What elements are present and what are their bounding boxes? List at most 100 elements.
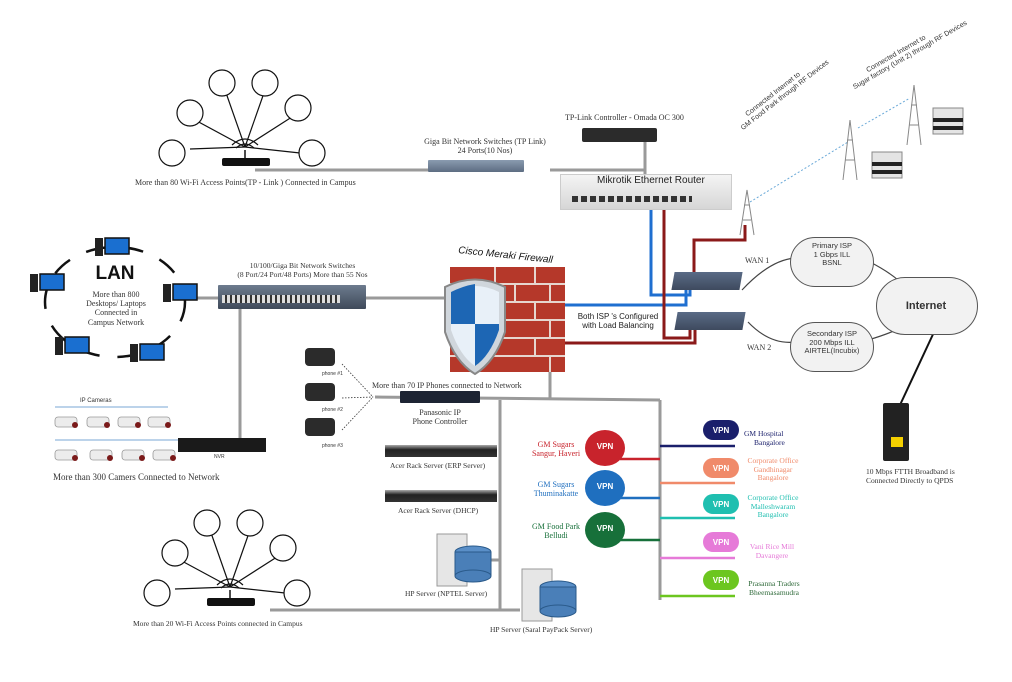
lan-line3: Connected in	[94, 308, 138, 318]
vpn-left-1-line1: GM Sugars	[537, 480, 575, 489]
vpn-site-prasanna-traders: Prasanna Traders Bheemasamudra	[740, 579, 808, 597]
ip-phone-icon	[305, 418, 335, 436]
vpn-cloud-gm-hospital: VPN	[703, 420, 739, 440]
ip-camera-group	[54, 406, 178, 461]
vpn-right-1-line3: Bangalore	[757, 473, 789, 483]
vpn-icon: VPN	[596, 524, 614, 533]
wifi-router-icon	[207, 598, 255, 606]
internet-cloud	[876, 277, 978, 335]
switch-ports	[222, 295, 340, 303]
lan-title: LAN	[95, 263, 135, 284]
vpn-right-1-line1: Corporate Office	[747, 456, 799, 465]
tp-link-switch	[428, 160, 524, 172]
ip-phones-caption: More than 70 IP Phones connected to Netw…	[372, 381, 522, 390]
firewall-icon	[444, 267, 565, 376]
rf-tower-icon	[739, 189, 755, 236]
vpn-right-4-line1: Prasanna Traders	[748, 579, 800, 588]
camera-icon	[152, 449, 176, 461]
rf-tower-icon	[842, 119, 858, 181]
secondary-isp-link	[555, 205, 747, 345]
vpn-cloud-gandhinagar: VPN	[703, 458, 739, 478]
building-icon	[932, 107, 964, 135]
camera-icon	[86, 416, 110, 428]
wifi-ap-top-cluster	[158, 69, 326, 167]
ip-phone-icon	[305, 383, 335, 401]
vpn-left-2-line2: Belludi	[544, 531, 568, 541]
ftth-line2: Connected Directly to QPDS	[866, 475, 954, 485]
vpn-site-gm-sugars-thuminakatte: GM Sugars Thuminakatte	[520, 480, 592, 498]
core-network-switch	[218, 285, 366, 309]
vpn-badge-thuminakatte: VPN	[585, 470, 625, 506]
lan-cluster	[30, 237, 198, 362]
vpn-site-gm-sugars-sangur: GM Sugars Sangur, Haveri	[520, 440, 592, 458]
rack-server-dhcp	[385, 490, 497, 502]
ftth-modem	[883, 403, 909, 461]
camera-icon	[121, 449, 145, 461]
primary-isp-link	[555, 205, 692, 307]
secondary-isp-cloud	[790, 322, 874, 372]
erp-server-caption: Acer Rack Server (ERP Server)	[390, 461, 486, 470]
wifi-top-caption: More than 80 Wi-Fi Access Points(TP - Li…	[135, 178, 356, 187]
vpn-icon: VPN	[712, 500, 730, 509]
vpn-right-3-line1: Vani Rice Mill	[749, 542, 795, 551]
vpn-right-1-line2: Gandhinagar	[753, 464, 793, 474]
rack-server-erp	[385, 445, 497, 457]
nvr-label: NVR	[214, 454, 225, 460]
building-icon	[871, 151, 903, 179]
tp-switch-caption: Giga Bit Network Switches (TP Link) 24 P…	[405, 137, 565, 155]
wan2-label: WAN 2	[747, 343, 772, 352]
core-switch-line2: (8 Port/24 Port/48 Ports) More than 55 N…	[237, 269, 368, 279]
lan-description: More than 800 Desktops/ Laptops Connecte…	[75, 290, 157, 327]
secondary-isp-switch	[674, 312, 746, 330]
vpn-cloud-vani-rice-mill: VPN	[703, 532, 739, 552]
camera-icon	[147, 416, 171, 428]
database-icon	[454, 545, 492, 583]
vpn-left-0-line2: Sangur, Haveri	[531, 449, 581, 459]
core-switch-line1: 10/100/Giga Bit Network Switches	[249, 261, 356, 270]
vpn-icon: VPN	[712, 538, 730, 547]
internet-label: Internet	[905, 300, 947, 312]
vpn-left-1-line2: Thuminakatte	[533, 489, 579, 499]
secondary-isp-line3: AIRTEL(Incubix)	[804, 346, 860, 356]
router-ports	[572, 196, 692, 202]
secondary-isp-label: Secondary ISP 200 Mbps ILL AIRTEL(Incubi…	[788, 329, 876, 356]
camera-icon	[89, 449, 113, 461]
nvr-device	[178, 438, 266, 452]
vpn-site-gm-food-park: GM Food Park Belludi	[520, 522, 592, 540]
phone-controller-device	[400, 391, 480, 403]
vpn-right-2-line3: Bangalore	[757, 510, 789, 520]
secondary-isp-line2: 200 Mbps ILL	[809, 337, 855, 347]
rf-tower-icon	[906, 84, 922, 146]
ip-cameras-header: IP Cameras	[80, 398, 112, 404]
ftth-modem-sticker	[891, 437, 903, 447]
vpn-badge-sangur: VPN	[585, 430, 625, 466]
phone-label: phone #3	[322, 443, 343, 449]
vpn-site-corporate-gandhinagar: Corporate Office Gandhinagar Bangalore	[740, 456, 806, 483]
vpn-site-vani-rice-mill: Vani Rice Mill Davangere	[742, 542, 802, 560]
tp-switch-line2: 24 Ports(10 Nos)	[457, 146, 513, 156]
vpn-cloud-prasanna-traders: VPN	[703, 570, 739, 590]
lan-line4: Campus Network	[87, 317, 145, 327]
vpn-cloud-malleshwaram: VPN	[703, 494, 739, 514]
phone-controller-line2: Phone Controller	[412, 417, 468, 427]
vpn-right-4-line2: Bheemasamudra	[749, 587, 799, 597]
hp-server-saral	[521, 568, 577, 622]
mikrotik-caption: Mikrotik Ethernet Router	[597, 175, 705, 186]
load-balancing-note: Both ISP 's Configured with Load Balanci…	[568, 312, 668, 330]
tp-switch-line1: Giga Bit Network Switches (TP Link)	[424, 137, 546, 146]
database-icon	[539, 580, 577, 618]
vpn-right-2-line2: Malleshwaram	[750, 501, 796, 511]
mikrotik-router	[560, 174, 732, 210]
load-balance-line1: Both ISP 's Configured	[577, 312, 659, 321]
hp-server-nptel	[436, 533, 492, 587]
vpn-icon: VPN	[596, 442, 614, 451]
vpn-icon: VPN	[596, 482, 614, 491]
camera-icon	[54, 416, 78, 428]
primary-isp-line3: BSNL	[822, 258, 842, 268]
vpn-icon: VPN	[712, 426, 730, 435]
desktop-icon	[172, 283, 198, 301]
wifi-bottom-caption: More than 20 Wi-Fi Access Points connect…	[133, 619, 303, 628]
primary-isp-line1: Primary ISP	[811, 241, 852, 250]
lan-line2: Desktops/ Laptops	[86, 299, 146, 309]
vpn-left-2-line1: GM Food Park	[531, 522, 580, 531]
